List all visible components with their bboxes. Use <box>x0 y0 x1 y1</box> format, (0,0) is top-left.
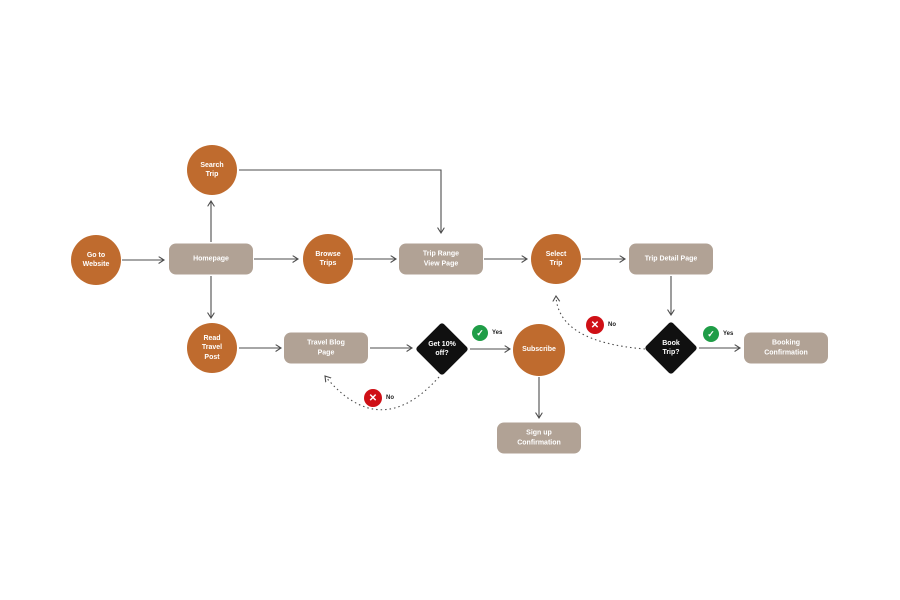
node-homepage: Homepage <box>169 243 253 275</box>
badge-book-trip-no-label: No <box>608 322 616 328</box>
node-booking-confirmation: Booking Confirmation <box>744 332 828 364</box>
node-trip-range-view-page-label: Trip Range View Page <box>422 250 460 267</box>
node-get-10-off-label: Get 10% off? <box>428 340 456 357</box>
badge-get-10-off-yes: ✓ Yes <box>472 325 502 341</box>
node-search-trip: Search Trip <box>187 145 237 195</box>
node-go-to-website-label: Go to Website <box>82 251 110 268</box>
node-read-travel-post-label: Read Travel Post <box>201 335 223 361</box>
node-trip-detail-page-label: Trip Detail Page <box>644 255 698 263</box>
check-icon: ✓ <box>703 326 719 342</box>
badge-get-10-off-no: ✕ No <box>364 389 394 407</box>
node-sign-up-confirmation: Sign up Confirmation <box>497 422 581 454</box>
node-browse-trips-label: Browse Trips <box>315 250 341 267</box>
x-icon: ✕ <box>586 316 604 334</box>
node-go-to-website: Go to Website <box>71 235 121 285</box>
node-booking-confirmation-label: Booking Confirmation <box>764 339 808 356</box>
node-subscribe-label: Subscribe <box>522 346 556 354</box>
node-select-trip-label: Select Trip <box>545 250 567 267</box>
node-trip-detail-page: Trip Detail Page <box>629 243 713 275</box>
node-get-10-off: Get 10% off? <box>414 321 470 377</box>
node-select-trip: Select Trip <box>531 234 581 284</box>
x-icon: ✕ <box>364 389 382 407</box>
connector-get-10-off-no-to-travel-blog-page <box>325 376 440 411</box>
badge-book-trip-yes: ✓ Yes <box>703 326 733 342</box>
node-sign-up-confirmation-label: Sign up Confirmation <box>517 429 561 446</box>
node-subscribe: Subscribe <box>513 324 565 376</box>
connector-book-trip-no-to-select-trip <box>556 296 646 350</box>
node-browse-trips: Browse Trips <box>303 234 353 284</box>
node-book-trip-label: Book Trip? <box>662 339 680 356</box>
badge-get-10-off-no-label: No <box>386 395 394 401</box>
badge-book-trip-yes-label: Yes <box>723 331 734 337</box>
badge-get-10-off-yes-label: Yes <box>492 330 503 336</box>
badge-book-trip-no: ✕ No <box>586 316 616 334</box>
node-read-travel-post: Read Travel Post <box>187 323 237 373</box>
node-trip-range-view-page: Trip Range View Page <box>399 243 483 275</box>
node-homepage-label: Homepage <box>193 255 229 263</box>
node-search-trip-label: Search Trip <box>200 161 224 178</box>
node-travel-blog-page: Travel Blog Page <box>284 332 368 364</box>
check-icon: ✓ <box>472 325 488 341</box>
connector-search-trip-to-trip-range-view-page <box>239 169 441 233</box>
node-travel-blog-page-label: Travel Blog Page <box>307 339 345 356</box>
node-book-trip: Book Trip? <box>643 320 699 376</box>
